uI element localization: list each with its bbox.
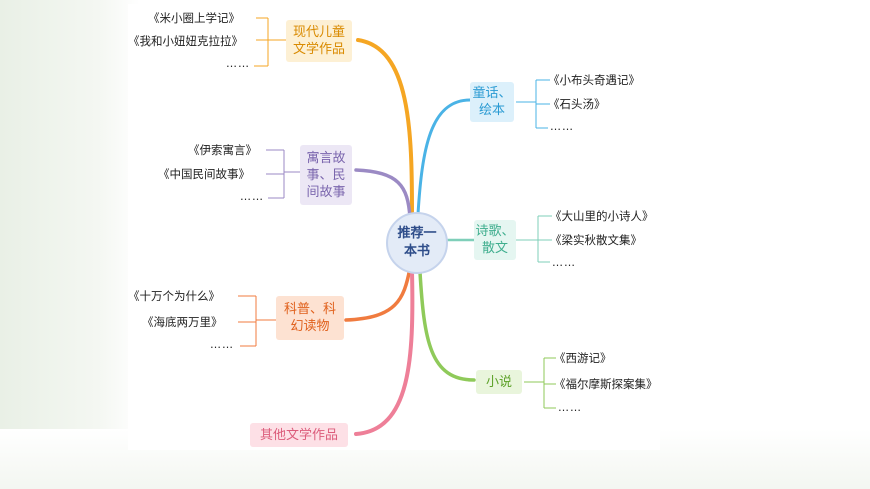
bracket-science [238,295,276,347]
book-item: 《石头汤》 [548,97,606,111]
book-item: 《梁实秋散文集》 [550,233,642,247]
more-ellipsis: …… [550,120,574,133]
branch-curve-fairy [416,98,472,216]
more-ellipsis: …… [240,190,264,203]
book-item: 《小布头奇遇记》 [548,73,640,87]
book-item: 《伊索寓言》 [188,143,257,157]
branch-science-scifi: 科普、科 幻读物 [276,296,344,340]
book-item: 《十万个为什么》 [128,289,220,303]
more-ellipsis: …… [552,256,576,269]
book-item: 《米小圈上学记》 [148,11,240,25]
branch-poetry-prose: 诗歌、 散文 [474,220,516,260]
branch-other-literature: 其他文学作品 [250,423,348,447]
more-ellipsis: …… [558,401,582,414]
branch-fairytales-picturebooks: 童话、 绘本 [470,82,514,122]
book-item: 《大山里的小诗人》 [550,209,654,223]
branch-curve-fable [354,168,412,220]
branch-modern-children-lit: 现代儿童 文学作品 [286,20,352,62]
branch-curve-other [354,270,415,436]
branch-curve-science [344,266,412,322]
book-item: 《我和小妞妞克拉拉》 [128,34,243,48]
bracket-modern [254,17,286,67]
branch-fables-folktales: 寓言故 事、民 间故事 [300,145,352,205]
book-item: 《福尔摩斯探案集》 [554,377,658,391]
background-left [0,0,140,489]
more-ellipsis: …… [226,57,250,70]
bracket-fairy [516,79,550,129]
book-item: 《海底两万里》 [142,315,223,329]
center-node: 推荐一 本书 [386,212,448,274]
branch-novels: 小说 [476,370,522,394]
bracket-novel [524,357,556,409]
branch-curve-novel [418,270,476,382]
book-item: 《西游记》 [554,351,612,365]
more-ellipsis: …… [210,338,234,351]
branch-curve-modern [356,38,414,216]
bracket-fable [266,149,300,199]
bracket-poetry [516,215,552,263]
book-item: 《中国民间故事》 [158,167,250,181]
